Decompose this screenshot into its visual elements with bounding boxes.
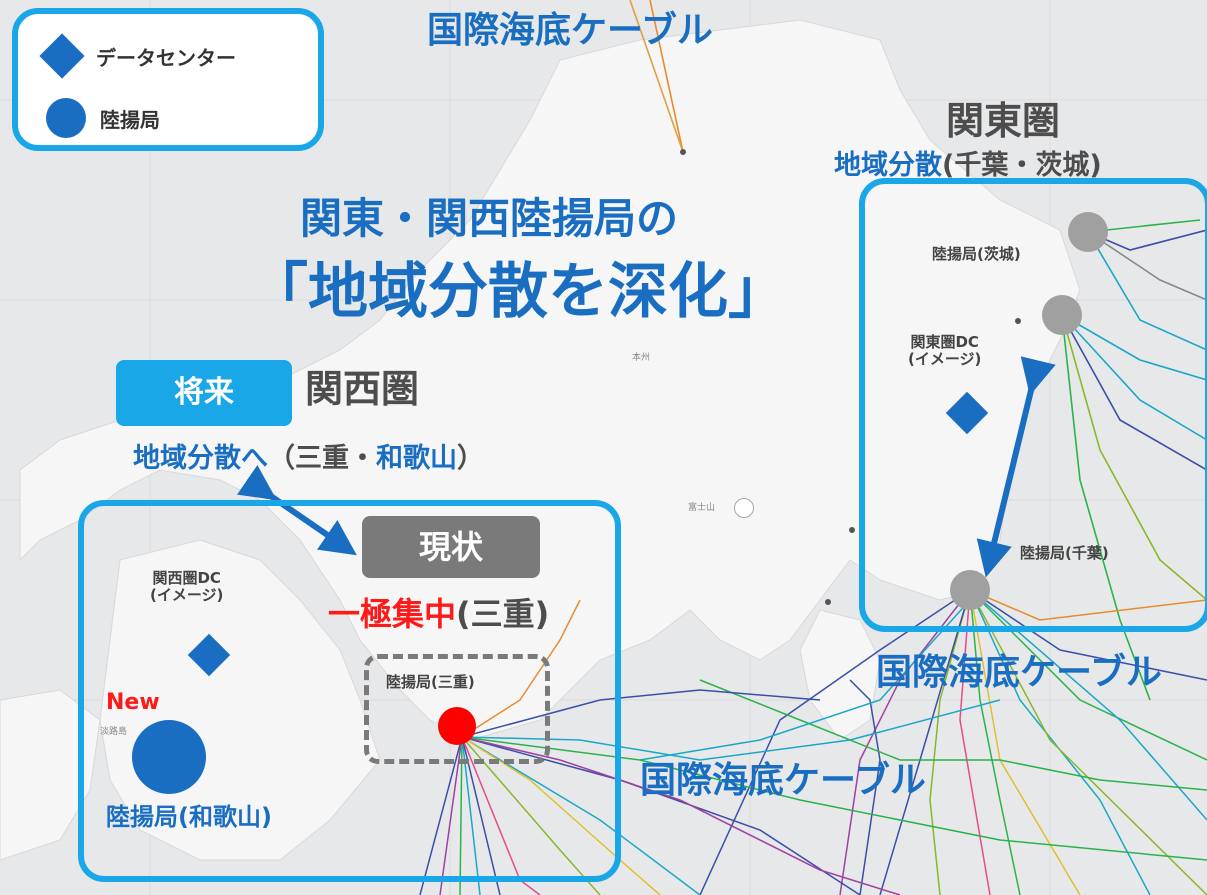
wakayama-node (132, 720, 206, 794)
kanto-ibaraki-label: 陸揚局(茨城) (932, 245, 1021, 263)
future-badge: 将来 (116, 360, 292, 426)
cable-label-top: 国際海底ケーブル (427, 10, 713, 51)
fuji-icon (734, 498, 754, 518)
cable-label-right: 国際海底ケーブル (876, 652, 1162, 693)
peninsula-landmass (799, 609, 881, 741)
cable-label-bottom: 国際海底ケーブル (640, 760, 926, 801)
kansai-subtitle-blue1: 地域分散へ (133, 443, 268, 474)
kanto-dc-line1: 関東圏DC (910, 333, 979, 351)
map-label-honshu: 本州 (632, 353, 651, 363)
kansai-concentration: 一極集中(三重) (328, 596, 549, 633)
current-badge: 現状 (362, 516, 540, 578)
kansai-dc-line2: (イメージ) (150, 586, 224, 605)
kansai-subtitle: 地域分散へ（三重・和歌山） (133, 443, 484, 474)
legend-landing-label: 陸揚局 (100, 107, 160, 132)
kanto-subtitle-blue: 地域分散 (834, 150, 942, 181)
kansai-dc-label: 関西圏DC (イメージ) (150, 569, 224, 605)
kansai-concentration-red: 一極集中 (328, 595, 457, 633)
mie-dashed-box (364, 654, 550, 764)
legend-row-landing: 陸揚局 (46, 98, 160, 138)
mie-node (438, 707, 476, 745)
legend-datacenter-label: データセンター (96, 45, 236, 70)
kanto-dc-line2: (イメージ) (908, 350, 982, 369)
kanto-frame (859, 178, 1207, 632)
kansai-subtitle-dark2: ） (457, 443, 484, 474)
new-label: New (106, 690, 160, 715)
ibaraki-node-2 (1042, 295, 1082, 335)
kanto-title: 関東圏 (946, 99, 1061, 143)
headline-line1: 関東・関西陸揚局の (300, 194, 679, 243)
mie-label: 陸揚局(三重) (386, 673, 475, 691)
kansai-subtitle-dark1: （三重・ (268, 443, 376, 474)
kansai-subtitle-blue2: 和歌山 (376, 443, 457, 474)
circle-icon (46, 98, 86, 138)
legend: データセンター 陸揚局 (12, 8, 324, 151)
shikoku-landmass (0, 689, 101, 861)
kanto-subtitle: 地域分散(千葉・茨城) (834, 150, 1102, 181)
kanto-subtitle-rest: (千葉・茨城) (942, 150, 1102, 181)
legend-row-datacenter: データセンター (39, 33, 236, 79)
kanto-dc-label: 関東圏DC (イメージ) (908, 333, 982, 369)
kansai-concentration-rest: (三重) (456, 595, 550, 633)
kansai-title: 関西圏 (305, 367, 420, 411)
ibaraki-node-1 (1068, 212, 1108, 252)
map-label-awaji: 淡路島 (100, 727, 128, 737)
wakayama-label: 陸揚局(和歌山) (106, 803, 272, 831)
headline-line2: 「地域分散を深化」 (248, 257, 788, 327)
kansai-dc-line1: 関西圏DC (152, 569, 221, 587)
kansai-frame (78, 500, 621, 882)
map-label-fuji: 富士山 (688, 503, 716, 513)
